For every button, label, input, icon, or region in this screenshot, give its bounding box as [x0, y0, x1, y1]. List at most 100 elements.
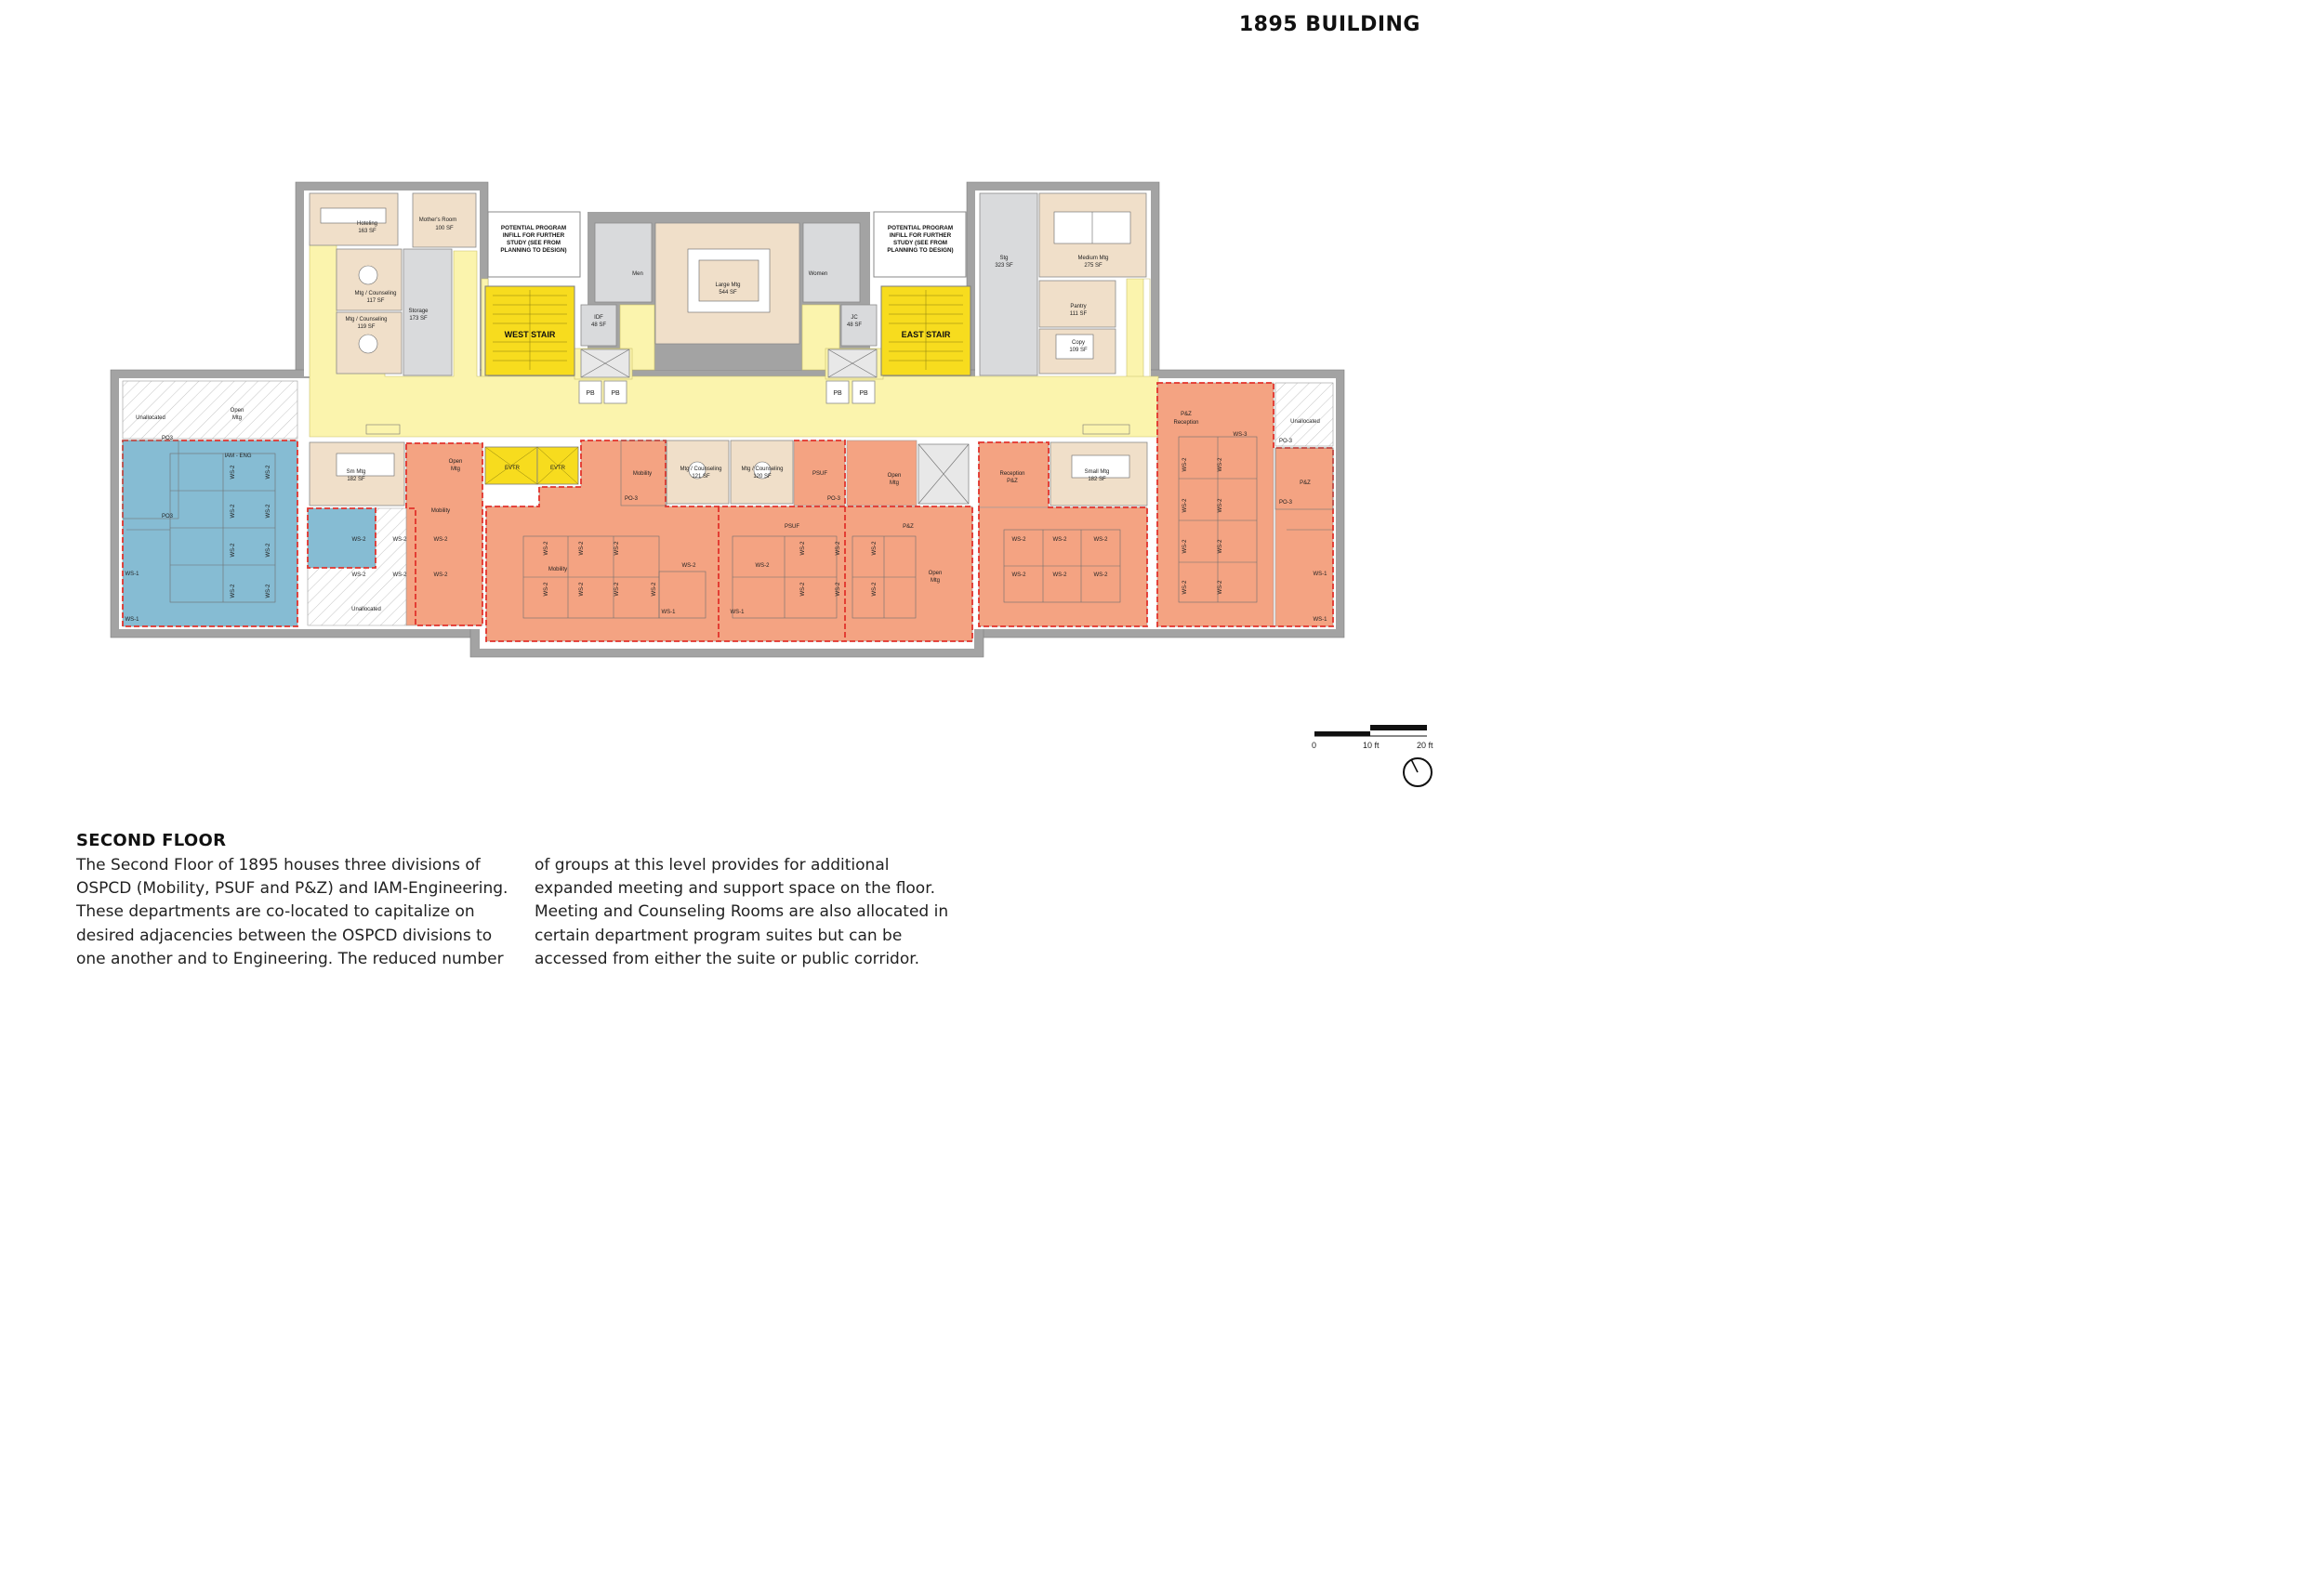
svg-text:173 SF: 173 SF — [409, 316, 428, 322]
svg-text:WS-2: WS-2 — [1218, 457, 1223, 472]
svg-text:WS-1: WS-1 — [1314, 572, 1328, 577]
svg-text:WS-1: WS-1 — [731, 610, 746, 615]
svg-text:Mtg / Counseling: Mtg / Counseling — [354, 291, 396, 296]
svg-text:Open: Open — [888, 473, 902, 479]
svg-text:Mtg: Mtg — [232, 415, 242, 421]
svg-text:Pantry: Pantry — [1070, 304, 1086, 309]
svg-text:PSUF: PSUF — [785, 524, 799, 530]
svg-text:100 SF: 100 SF — [435, 226, 454, 231]
svg-text:WS-2: WS-2 — [266, 584, 271, 598]
svg-text:WS-1: WS-1 — [125, 617, 140, 623]
svg-text:Storage: Storage — [408, 309, 429, 314]
svg-text:WS-2: WS-2 — [393, 537, 408, 543]
svg-text:WS-2: WS-2 — [682, 563, 697, 569]
svg-text:POTENTIAL PROGRAM: POTENTIAL PROGRAM — [501, 225, 566, 231]
svg-text:WS-2: WS-2 — [1053, 537, 1068, 543]
svg-text:Mtg: Mtg — [931, 578, 940, 584]
svg-text:WS-2: WS-2 — [266, 504, 271, 519]
scale-bar — [1314, 725, 1427, 737]
svg-text:WS-2: WS-2 — [352, 572, 367, 578]
pb-label: PB — [833, 390, 842, 397]
svg-text:POTENTIAL PROGRAM: POTENTIAL PROGRAM — [888, 225, 953, 231]
svg-text:WS-2: WS-2 — [836, 582, 841, 597]
svg-text:275 SF: 275 SF — [1084, 263, 1103, 269]
svg-text:WS-2: WS-2 — [614, 541, 620, 556]
svg-text:Copy: Copy — [1072, 340, 1085, 346]
men-restroom — [594, 222, 653, 303]
svg-text:PO3: PO3 — [162, 514, 174, 519]
jc-room — [840, 304, 878, 347]
pz-office-east — [1274, 447, 1334, 627]
svg-text:WS-2: WS-2 — [1182, 580, 1188, 595]
east-stair-label: EAST STAIR — [902, 330, 951, 339]
svg-text:Men: Men — [632, 271, 643, 277]
svg-text:Mtg / Counseling: Mtg / Counseling — [741, 467, 783, 472]
svg-text:Reception: Reception — [1173, 420, 1198, 426]
iam-engineering-zones — [122, 440, 376, 627]
svg-text:WS-1: WS-1 — [662, 610, 677, 615]
svg-text:117 SF: 117 SF — [367, 298, 385, 304]
storage-room — [403, 248, 453, 376]
svg-text:Mobility: Mobility — [548, 567, 567, 572]
svg-text:WS-2: WS-2 — [1218, 539, 1223, 554]
svg-text:WS-2: WS-2 — [1053, 572, 1068, 578]
svg-text:PO-3: PO-3 — [625, 496, 639, 502]
room-labels: Hoteling 163 SF Mother's Room 100 SF Mtg… — [136, 217, 1320, 612]
svg-text:Hoteling: Hoteling — [357, 221, 377, 227]
svg-text:WS-2: WS-2 — [1218, 498, 1223, 513]
svg-text:WS-2: WS-2 — [231, 543, 236, 558]
svg-text:Unallocated: Unallocated — [351, 607, 381, 612]
pb-label: PB — [611, 390, 620, 397]
description-column-1: The Second Floor of 1895 houses three di… — [76, 856, 508, 968]
svg-text:P&Z: P&Z — [1007, 479, 1018, 484]
west-stair: WEST STAIR — [484, 285, 575, 376]
svg-text:WS-2: WS-2 — [652, 582, 657, 597]
svg-text:WS-2: WS-2 — [836, 541, 841, 556]
svg-text:PO3: PO3 — [162, 436, 174, 441]
svg-text:WS-2: WS-2 — [434, 537, 449, 543]
north-arrow-icon — [1403, 757, 1433, 787]
svg-text:WS-1: WS-1 — [125, 572, 140, 577]
mothers-room — [412, 192, 477, 248]
svg-text:Mtg: Mtg — [451, 467, 460, 472]
program-note-right: POTENTIAL PROGRAM INFILL FOR FURTHER STU… — [887, 225, 953, 254]
svg-text:109 SF: 109 SF — [1069, 348, 1088, 353]
psuf-office — [793, 440, 846, 506]
svg-text:WS-2: WS-2 — [1012, 572, 1027, 578]
svg-text:WS-2: WS-2 — [266, 543, 271, 558]
description-column-2: of groups at this level provides for add… — [535, 856, 949, 968]
svg-text:Stg: Stg — [999, 256, 1008, 261]
svg-text:WS-2: WS-2 — [579, 582, 585, 597]
svg-text:Mother's Room: Mother's Room — [419, 217, 457, 223]
svg-text:WS-2: WS-2 — [1094, 537, 1109, 543]
pantry-room — [1038, 280, 1116, 328]
svg-text:WS-2: WS-2 — [872, 541, 878, 556]
floor-plan: WEST STAIR EAST STAIR PB PB PB PB — [110, 181, 1433, 787]
svg-text:IDF: IDF — [594, 315, 603, 321]
svg-text:INFILL FOR FURTHER: INFILL FOR FURTHER — [503, 232, 565, 239]
svg-text:PO-3: PO-3 — [827, 496, 841, 502]
svg-text:Women: Women — [809, 271, 828, 277]
svg-text:182 SF: 182 SF — [347, 477, 365, 482]
svg-text:WS-2: WS-2 — [1218, 580, 1223, 595]
svg-text:Unallocated: Unallocated — [1290, 419, 1320, 425]
svg-text:WS-2: WS-2 — [756, 563, 771, 569]
svg-text:Mobility: Mobility — [633, 471, 652, 477]
svg-text:INFILL FOR FURTHER: INFILL FOR FURTHER — [890, 232, 952, 239]
west-stair-label: WEST STAIR — [505, 330, 556, 339]
svg-text:PSUF: PSUF — [812, 471, 827, 477]
section-heading: SECOND FLOOR — [76, 831, 227, 850]
women-restroom — [802, 222, 861, 303]
mobility-column — [405, 442, 483, 626]
svg-text:IAM - ENG: IAM - ENG — [224, 454, 251, 459]
east-stair: EAST STAIR — [880, 285, 971, 376]
pb-label: PB — [586, 390, 595, 397]
svg-text:STUDY (SEE FROM: STUDY (SEE FROM — [507, 240, 561, 246]
open-mtg-pz — [846, 440, 918, 506]
svg-text:WS-2: WS-2 — [800, 541, 806, 556]
idf-room — [580, 304, 617, 347]
svg-text:WS-2: WS-2 — [614, 582, 620, 597]
svg-text:Open: Open — [231, 408, 244, 414]
svg-text:111 SF: 111 SF — [1070, 311, 1088, 317]
svg-text:Mtg / Counseling: Mtg / Counseling — [345, 317, 387, 322]
